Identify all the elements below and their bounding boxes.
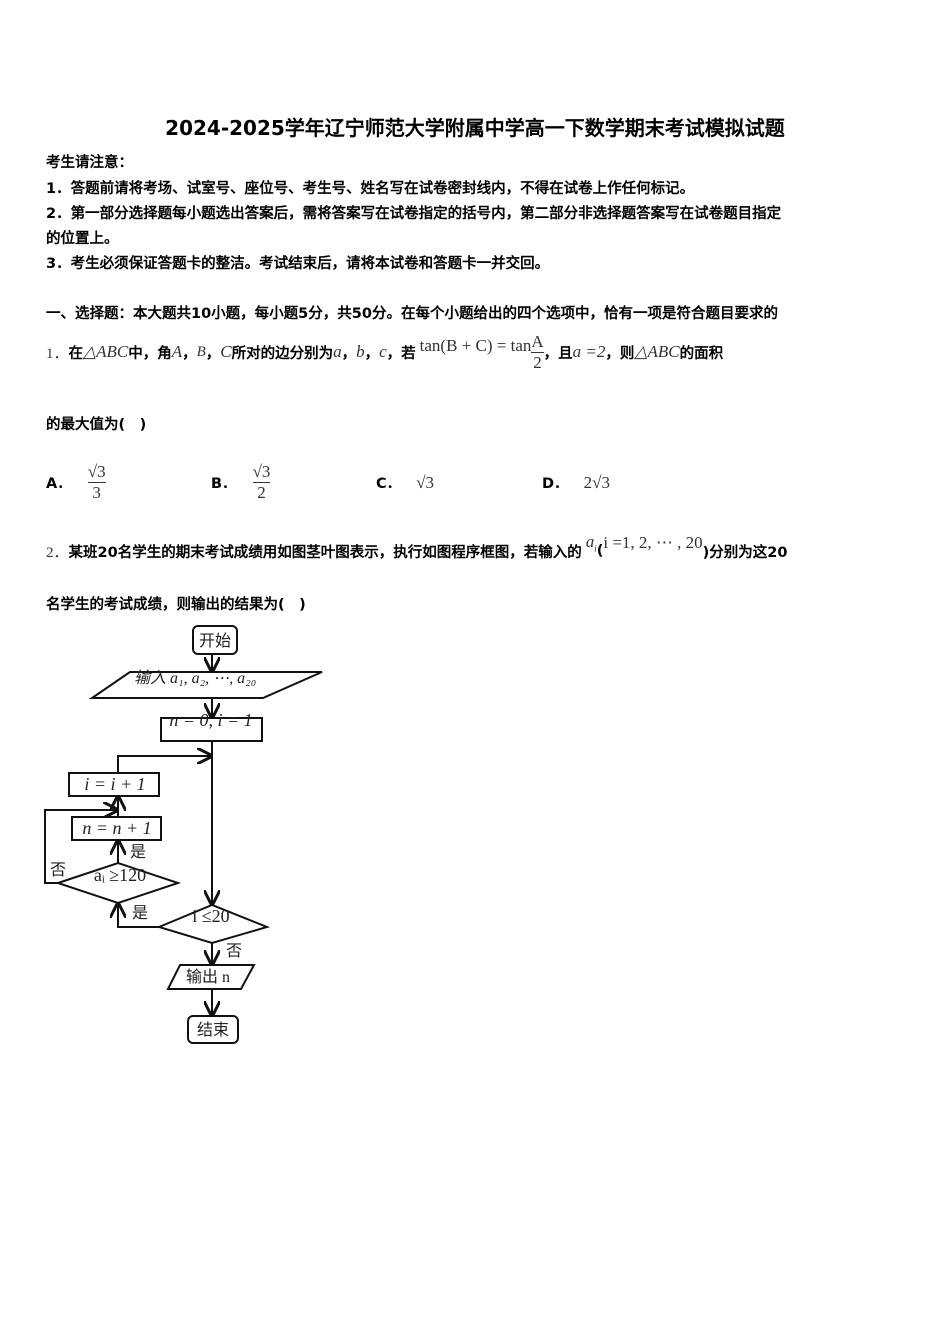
page-title: 2024-2025学年辽宁师范大学附属中学高一下数学期末考试模拟试题	[165, 116, 785, 140]
q2-number: 2．	[46, 544, 69, 561]
q1-sep: ，	[341, 345, 357, 362]
q1-text: ，且	[543, 345, 573, 362]
fraction-bar	[252, 482, 271, 483]
cond-a-label: aᵢ ≥120	[94, 865, 146, 885]
option-label: A．	[46, 476, 72, 492]
input-label: 输入 a₁, a₂, ⋯, a₂₀	[134, 669, 256, 687]
yes-label: 是	[132, 905, 148, 922]
start-box	[192, 625, 238, 655]
option-c[interactable]: C． √3	[376, 472, 434, 493]
q1-sep: ，	[205, 345, 221, 362]
q1-var: b	[356, 342, 365, 361]
denominator: 2	[533, 352, 542, 372]
option-value: √3	[416, 473, 435, 492]
no-label: 否	[226, 943, 242, 960]
q1-text: ，则	[605, 345, 635, 362]
q1-text: 的面积	[679, 345, 724, 362]
output-label: 输出 n	[186, 968, 230, 986]
notice-item: 3．考生必须保证答题卡的整洁。考试结束后，请将本试卷和答题卡一并交回。	[46, 256, 550, 272]
no-label: 否	[50, 862, 66, 879]
input-box	[88, 671, 323, 699]
option-value: 2√3	[583, 473, 610, 492]
q2-range: i =1, 2, ⋯ , 20	[603, 533, 703, 552]
end-box	[187, 1015, 239, 1044]
q1-var: B	[196, 343, 206, 360]
inc-i-label: i = i + 1	[84, 774, 145, 794]
notice-heading: 考生请注意：	[46, 155, 133, 171]
q1-var: c	[379, 342, 387, 361]
option-label: D．	[542, 476, 569, 492]
q1-sep: ，	[364, 345, 380, 362]
output-box	[166, 964, 256, 990]
q1-text: 在	[68, 345, 84, 362]
var: a	[585, 532, 595, 552]
option-label: C．	[376, 476, 402, 492]
q1-text: 所对的边分别为	[231, 345, 334, 362]
loop-arrow	[117, 756, 211, 773]
notice-item: 的位置上。	[46, 231, 119, 247]
yes-label: 是	[130, 844, 146, 861]
q1-equation: tan(B + C) = tan	[419, 336, 532, 355]
inc-n-label: n = n + 1	[82, 818, 151, 838]
q1-var: C	[220, 342, 232, 361]
question-1: 1． 在 △ABC 中，角 A ， B ， C 所对的边分别为 a ， b ， …	[46, 330, 723, 374]
notice-item: 2．第一部分选择题每小题选出答案后，需将答案写在试卷指定的括号内，第二部分非选择…	[46, 206, 782, 222]
numerator: A	[531, 331, 544, 351]
end-label: 结束	[197, 1021, 229, 1039]
option-label: B．	[211, 476, 237, 492]
init-label: n = 0, i = 1	[169, 710, 252, 730]
q1-var: a	[333, 342, 342, 361]
q2-ai: ai	[586, 532, 597, 553]
option-d[interactable]: D． 2√3	[542, 472, 610, 493]
q2-text: 某班20名学生的期末考试成绩用如图茎叶图表示，执行如图程序框图，若输入的	[68, 544, 582, 561]
q1-text: 中，角	[128, 345, 172, 362]
q1-number: 1．	[46, 345, 69, 362]
q1-condition: a =2	[572, 342, 606, 361]
yes-arrow	[118, 904, 159, 928]
q2-paren: (	[596, 543, 604, 559]
question-2: 2． 某班20名学生的期末考试成绩用如图茎叶图表示，执行如图程序框图，若输入的 …	[46, 532, 788, 566]
q1-sep: ，	[182, 345, 197, 362]
no-arrow	[44, 810, 117, 884]
fraction-bar	[531, 351, 544, 353]
cond-a-diamond	[54, 861, 182, 905]
numerator: √3	[252, 462, 271, 481]
denominator: 2	[257, 483, 266, 502]
q2-line2: 名学生的考试成绩，则输出的结果为( )	[46, 597, 306, 613]
q1-triangle: △ABC	[634, 342, 680, 361]
denominator: 3	[92, 483, 101, 502]
fraction-bar	[87, 482, 106, 483]
q1-text: ，若	[386, 345, 416, 362]
cond-i-diamond	[156, 903, 271, 945]
q1-line2: 的最大值为( )	[46, 417, 147, 433]
section-heading: 一、选择题：本大题共10小题，每小题5分，共50分。在每个小题给出的四个选项中，…	[46, 306, 778, 322]
numerator: √3	[87, 462, 106, 481]
start-label: 开始	[199, 632, 231, 650]
cond-i-label: i ≤20	[192, 906, 229, 926]
notice-item: 1．答题前请将考场、试室号、座位号、考生号、姓名写在试卷密封线内，不得在试卷上作…	[46, 181, 695, 197]
subscript: i	[594, 543, 597, 554]
q1-var: A	[171, 342, 183, 361]
q1-triangle: △ABC	[83, 342, 129, 361]
q2-text: )分别为这20	[702, 544, 788, 561]
